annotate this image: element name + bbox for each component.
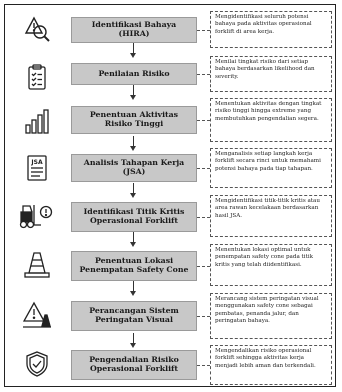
step-connector-5: [197, 217, 210, 218]
step-title-5: Identifikasi Titik Kritis Operasional Fo…: [83, 207, 185, 225]
bar-chart-icon: [23, 107, 51, 135]
warning-triangle-cones-icon: [23, 301, 51, 329]
step-connector-3: [197, 120, 210, 121]
step-title-6: Penentuan Lokasi Penempatan Safety Cone: [79, 256, 189, 274]
jsa-document-icon: JSA: [23, 154, 51, 182]
shield-check-icon: [23, 350, 51, 378]
hazard-search-icon: [23, 15, 51, 43]
safety-cone-icon: [23, 251, 51, 279]
clipboard-checklist-icon: [23, 63, 51, 91]
step-box-8: Pengendalian Risiko Operasional Forklift: [71, 350, 197, 380]
step-connector-2: [197, 74, 210, 75]
step-connector-1: [197, 30, 210, 31]
step-desc-3: Menentukan aktivitas dengan tingkat risi…: [210, 98, 332, 142]
step-box-2: Penilaian Risiko: [71, 63, 197, 85]
step-connector-7: [197, 316, 210, 317]
step-title-4: Analisis Tahapan Kerja (JSA): [83, 158, 185, 176]
step-box-7: Perancangan Sistem Peringatan Visual: [71, 301, 197, 331]
step-connector-4: [197, 168, 210, 169]
forklift-warning-icon: [17, 203, 53, 231]
svg-text:JSA: JSA: [30, 159, 43, 166]
step-desc-8: Mengendalikan risiko operasional forklif…: [210, 345, 332, 385]
step-box-1: Identifikasi Bahaya (HIRA): [71, 17, 197, 43]
step-connector-6: [197, 266, 210, 267]
step-desc-1: Mengidentifikasi seluruh potensi bahaya …: [210, 11, 332, 48]
step-connector-8: [197, 365, 210, 366]
flowchart-frame: Identifikasi Bahaya (HIRA) Mengidentifik…: [4, 4, 336, 387]
step-box-3: Penentuan Aktivitas Risiko Tinggi: [71, 106, 197, 134]
step-desc-2: Menilai tingkat risiko dari setiap bahay…: [210, 56, 332, 92]
step-desc-6: Menentukan lokasi optimal untuk penempat…: [210, 244, 332, 286]
step-box-6: Penentuan Lokasi Penempatan Safety Cone: [71, 251, 197, 281]
step-box-4: Analisis Tahapan Kerja (JSA): [71, 154, 197, 182]
step-desc-7: Merancang sistem peringatan visual mengg…: [210, 293, 332, 339]
step-title-7: Perancangan Sistem Peringatan Visual: [89, 306, 179, 324]
step-title-1: Identifikasi Bahaya (HIRA): [91, 20, 177, 38]
step-title-8: Pengendalian Risiko Operasional Forklift: [89, 355, 179, 373]
step-title-3: Penentuan Aktivitas Risiko Tinggi: [89, 110, 179, 128]
step-title-2: Penilaian Risiko: [98, 68, 170, 78]
step-desc-5: Mengidentifikasi titik-titik kritis atau…: [210, 195, 332, 237]
step-desc-4: Menganalisis setiap langkah kerja forkli…: [210, 148, 332, 188]
step-box-5: Identifikasi Titik Kritis Operasional Fo…: [71, 202, 197, 232]
